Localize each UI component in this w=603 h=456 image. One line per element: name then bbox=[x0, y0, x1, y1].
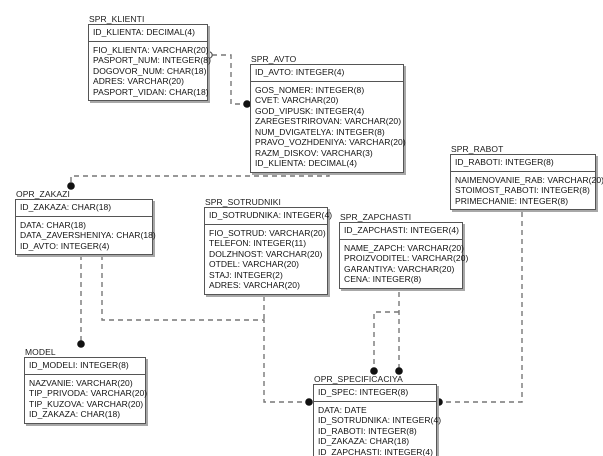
entity-attribute-field: FIO_KLIENTA: VARCHAR(20) bbox=[93, 44, 209, 55]
entity-attribute-field: TELEFON: INTEGER(11) bbox=[209, 238, 307, 248]
entity-attribute-field: GARANTIYA: VARCHAR(20) bbox=[344, 263, 455, 274]
entity-attribute-field: DOGOVOR_NUM: CHAR(18) bbox=[93, 65, 207, 76]
entity-attribute-field: PRIMECHANIE: INTEGER(8) bbox=[455, 195, 569, 206]
entity-attribute-field: GOD_VIPUSK: INTEGER(4) bbox=[255, 105, 365, 116]
entity-attribute-field: NAIMENOVANIE_RAB: VARCHAR(20) bbox=[455, 174, 603, 185]
entity-attribute-field: NAZVANIE: VARCHAR(20) bbox=[29, 377, 133, 388]
entity-primary-key-section: ID_ZAPCHASTI: INTEGER(4) bbox=[340, 223, 462, 240]
entity-attribute-field: NAME_ZAPCH: VARCHAR(20) bbox=[344, 242, 465, 253]
entity-box[interactable]: ID_ZAPCHASTI: INTEGER(4) NAME_ZAPCH: VAR… bbox=[339, 222, 469, 289]
entity-primary-key-field: ID_MODELI: INTEGER(8) bbox=[29, 360, 129, 370]
entity-attribute-field: DATA: DATE bbox=[318, 404, 367, 415]
entity-spr-sotrudniki[interactable]: SPR_SOTRUDNIKI ID_SOTRUDNIKA: INTEGER(4)… bbox=[204, 197, 333, 295]
entity-attribute-field: ID_RABOTI: INTEGER(8) bbox=[318, 425, 417, 436]
entity-attribute-field: ID_AVTO: INTEGER(4) bbox=[20, 240, 110, 251]
entity-box[interactable]: ID_SOTRUDNIKA: INTEGER(4) FIO_SOTRUD: VA… bbox=[204, 207, 333, 295]
entity-box[interactable]: ID_RABOTI: INTEGER(8) NAIMENOVANIE_RAB: … bbox=[450, 154, 603, 210]
entity-title: OPR_SPECIFICACIYA bbox=[314, 374, 403, 384]
entity-attribute-field: DOLZHNOST: VARCHAR(20) bbox=[209, 248, 323, 259]
entity-primary-key-field: ID_SOTRUDNIKA: INTEGER(4) bbox=[209, 210, 333, 220]
entity-title: SPR_AVTO bbox=[251, 54, 297, 64]
entity-attribute-field: ZAREGESTRIROVAN: VARCHAR(20) bbox=[255, 116, 402, 126]
entity-primary-key-section: ID_SPEC: INTEGER(8) bbox=[314, 385, 436, 402]
entity-attribute-field: CENA: INTEGER(8) bbox=[344, 274, 422, 284]
entity-attribute-section: NAZVANIE: VARCHAR(20)TIP_PRIVODA: VARCHA… bbox=[25, 375, 148, 423]
entity-attribute-field: PRAVO_VOZHDENIYA: VARCHAR(20) bbox=[255, 137, 406, 147]
entity-attribute-section: NAME_ZAPCH: VARCHAR(20)PROIZVODITEL: VAR… bbox=[340, 240, 469, 288]
entity-attribute-field: GOS_NOMER: INTEGER(8) bbox=[255, 84, 365, 95]
entity-attribute-section: GOS_NOMER: INTEGER(8)CVET: VARCHAR(20)GO… bbox=[251, 82, 406, 172]
entity-model[interactable]: MODEL ID_MODELI: INTEGER(8) NAZVANIE: VA… bbox=[24, 347, 148, 424]
entity-title: SPR_SOTRUDNIKI bbox=[205, 197, 282, 207]
entity-box[interactable]: ID_ZAKAZA: CHAR(18) DATA: CHAR(18)DATA_Z… bbox=[15, 199, 156, 255]
entity-attribute-section: FIO_KLIENTA: VARCHAR(20)PASPORT_NUM: INT… bbox=[89, 42, 211, 101]
entity-box[interactable]: ID_AVTO: INTEGER(4) GOS_NOMER: INTEGER(8… bbox=[250, 64, 406, 173]
entity-opr-zakazi[interactable]: OPR_ZAKAZI ID_ZAKAZA: CHAR(18) DATA: CHA… bbox=[15, 189, 156, 255]
relationship-line-spec-top-jog bbox=[373, 311, 399, 369]
entity-attribute-field: NUM_DVIGATELYA: INTEGER(8) bbox=[255, 126, 385, 137]
entity-primary-key-section: ID_MODELI: INTEGER(8) bbox=[25, 358, 145, 375]
entity-primary-key-section: ID_SOTRUDNIKA: INTEGER(4) bbox=[205, 208, 333, 225]
entity-primary-key-section: ID_ZAKAZA: CHAR(18) bbox=[16, 200, 152, 217]
entity-attribute-field: STOIMOST_RABOTI: INTEGER(8) bbox=[455, 185, 590, 195]
entity-box[interactable]: ID_KLIENTA: DECIMAL(4) FIO_KLIENTA: VARC… bbox=[88, 24, 211, 101]
entity-primary-key-field: ID_AVTO: INTEGER(4) bbox=[255, 67, 345, 77]
entity-attribute-field: ID_SOTRUDNIKA: INTEGER(4) bbox=[318, 415, 442, 425]
entity-opr-specificaciya[interactable]: OPR_SPECIFICACIYA ID_SPEC: INTEGER(8) DA… bbox=[313, 374, 442, 456]
entity-spr-zapchasti[interactable]: SPR_ZAPCHASTI ID_ZAPCHASTI: INTEGER(4) N… bbox=[339, 212, 469, 289]
relationship-line-klienti-avto bbox=[212, 54, 245, 105]
entity-attribute-field: PROIZVODITEL: VARCHAR(20) bbox=[344, 253, 469, 263]
entity-spr-rabot[interactable]: SPR_RABOT ID_RABOTI: INTEGER(8) NAIMENOV… bbox=[450, 144, 603, 210]
entity-attribute-field: FIO_SOTRUD: VARCHAR(20) bbox=[209, 227, 326, 238]
entity-attribute-field: ID_ZAKAZA: CHAR(18) bbox=[318, 436, 410, 446]
entity-box[interactable]: ID_MODELI: INTEGER(8) NAZVANIE: VARCHAR(… bbox=[24, 357, 148, 424]
entity-attribute-section: FIO_SOTRUD: VARCHAR(20)TELEFON: INTEGER(… bbox=[205, 225, 327, 294]
entity-primary-key-field: ID_KLIENTA: DECIMAL(4) bbox=[93, 27, 196, 37]
entity-attribute-field: RAZM_DISKOV: VARCHAR(3) bbox=[255, 147, 373, 158]
entity-attribute-field: ID_KLIENTA: DECIMAL(4) bbox=[255, 158, 358, 168]
mandatory-marker-spec-left bbox=[305, 398, 313, 406]
entity-attribute-field: PASPORT_VIDAN: CHAR(18) bbox=[93, 86, 209, 97]
entity-attribute-section: NAIMENOVANIE_RAB: VARCHAR(20)STOIMOST_RA… bbox=[451, 172, 603, 210]
entity-title: SPR_KLIENTI bbox=[89, 14, 145, 24]
entity-attribute-field: ID_ZAKAZA: CHAR(18) bbox=[29, 409, 121, 419]
entity-attribute-field: OTDEL: VARCHAR(20) bbox=[209, 259, 300, 269]
entity-attribute-field: PASPORT_NUM: INTEGER(8) bbox=[93, 55, 211, 65]
entity-attribute-field: DATA: CHAR(18) bbox=[20, 219, 87, 230]
entity-attribute-section: DATA: CHAR(18)DATA_ZAVERSHENIYA: CHAR(18… bbox=[16, 217, 156, 255]
entity-spr-avto[interactable]: SPR_AVTO ID_AVTO: INTEGER(4) GOS_NOMER: … bbox=[250, 54, 406, 173]
entity-title: OPR_ZAKAZI bbox=[16, 189, 70, 199]
entity-primary-key-field: ID_ZAPCHASTI: INTEGER(4) bbox=[344, 225, 460, 235]
entity-primary-key-field: ID_RABOTI: INTEGER(8) bbox=[455, 157, 554, 167]
entity-attribute-field: DATA_ZAVERSHENIYA: CHAR(18) bbox=[20, 230, 156, 240]
entity-attribute-field: CVET: VARCHAR(20) bbox=[255, 95, 339, 105]
entity-primary-key-section: ID_KLIENTA: DECIMAL(4) bbox=[89, 25, 207, 42]
entity-title: MODEL bbox=[25, 347, 56, 357]
entity-attribute-field: ADRES: VARCHAR(20) bbox=[93, 76, 184, 86]
entity-primary-key-field: ID_ZAKAZA: CHAR(18) bbox=[20, 202, 112, 212]
entity-attribute-field: ADRES: VARCHAR(20) bbox=[209, 280, 300, 290]
entity-attribute-field: STAJ: INTEGER(2) bbox=[209, 269, 283, 280]
entity-attribute-field: TIP_KUZOVA: VARCHAR(20) bbox=[29, 398, 144, 409]
entity-spr-klienti[interactable]: SPR_KLIENTI ID_KLIENTA: DECIMAL(4) FIO_K… bbox=[88, 14, 211, 101]
entity-primary-key-field: ID_SPEC: INTEGER(8) bbox=[318, 387, 409, 397]
entity-title: SPR_ZAPCHASTI bbox=[340, 212, 412, 222]
entity-primary-key-section: ID_RABOTI: INTEGER(8) bbox=[451, 155, 595, 172]
entity-attribute-field: TIP_PRIVODA: VARCHAR(20) bbox=[29, 388, 148, 398]
entity-primary-key-section: ID_AVTO: INTEGER(4) bbox=[251, 65, 403, 82]
entity-title: SPR_RABOT bbox=[451, 144, 504, 154]
entity-attribute-field: ID_ZAPCHASTI: INTEGER(4) bbox=[318, 446, 434, 456]
